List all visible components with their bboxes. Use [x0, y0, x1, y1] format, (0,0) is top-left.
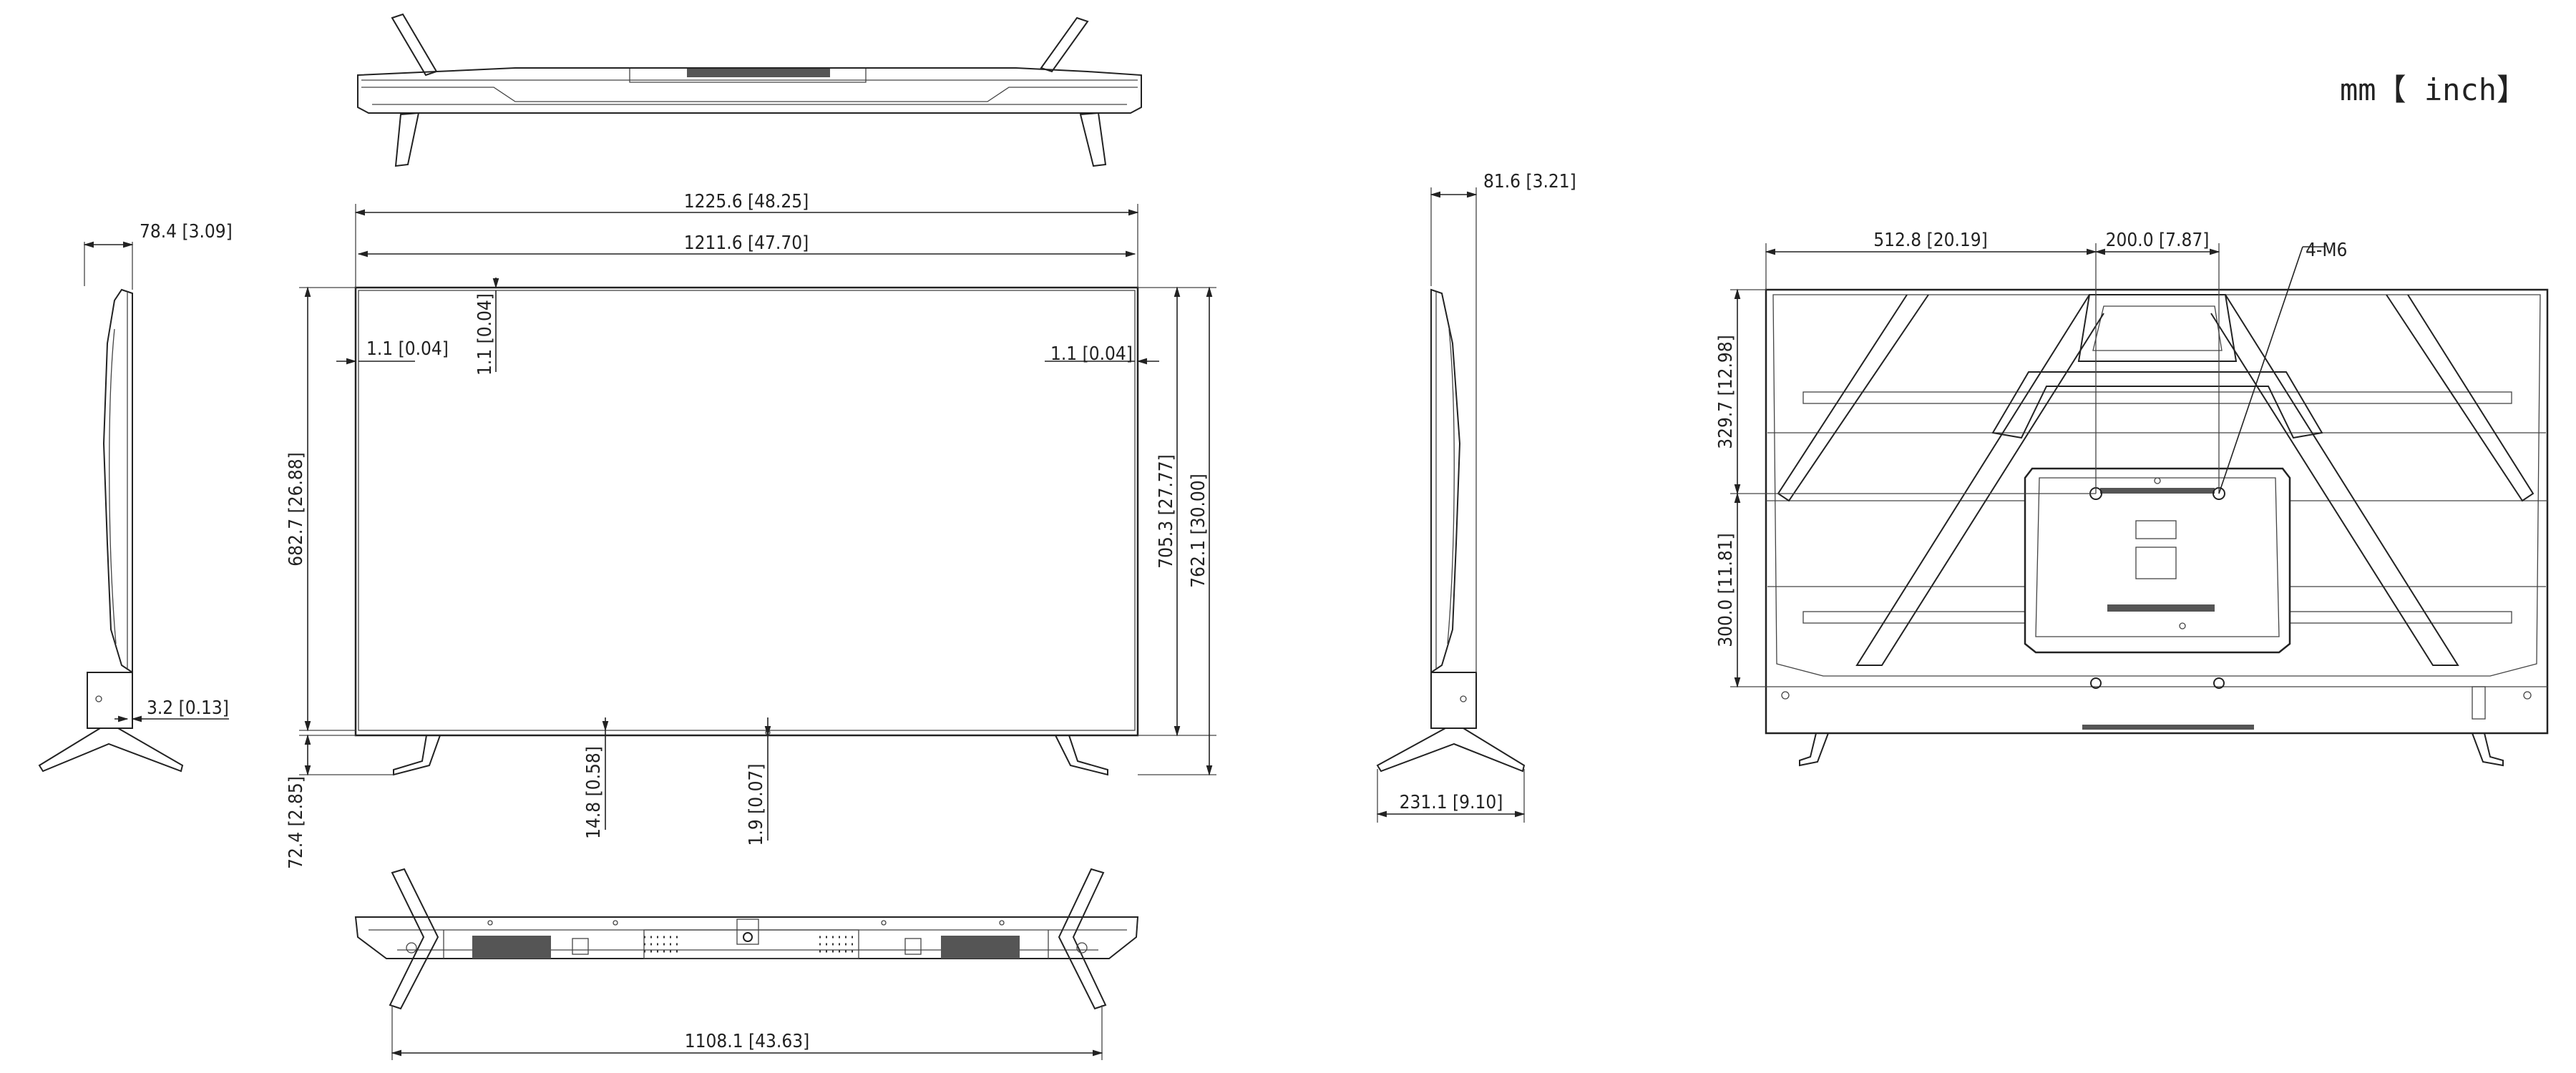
front-panel: [354, 286, 1139, 737]
top-view: [357, 13, 1142, 167]
units-label: mm【 inch】: [2340, 72, 2527, 107]
vesa-offset-label: 512.8 [20.19]: [1873, 230, 1988, 251]
mount-spec-label: 4-M6: [2306, 240, 2347, 261]
rear-upper-label: 329.7 [12.98]: [1715, 335, 1737, 449]
bezel-right-label: 1.1 [0.04]: [1050, 343, 1133, 365]
depth-right-label: 81.6 [3.21]: [1483, 171, 1576, 192]
right-side-view: [1376, 187, 1526, 823]
left-speaker-grille: [472, 936, 551, 959]
front-dimensions: [299, 204, 1216, 841]
top-vent: [687, 69, 830, 77]
left-side-view: [38, 241, 229, 773]
rear-view: [1730, 243, 2549, 767]
vesa-plate: [2024, 467, 2291, 654]
bezel-top-label: 1.1 [0.04]: [474, 293, 496, 376]
bottom-view: [354, 868, 1139, 1060]
stand-height-label: 72.4 [2.85]: [286, 776, 307, 869]
vesa-width-label: 200.0 [7.87]: [2106, 230, 2210, 251]
front-view: [354, 286, 1139, 776]
overall-width-label: 1225.6 [48.25]: [684, 191, 809, 212]
screen-height-label: 682.7 [26.88]: [286, 452, 307, 567]
stand-span-label: 1108.1 [43.63]: [685, 1031, 809, 1052]
bottom-bezel-label: 14.8 [0.58]: [583, 746, 605, 839]
screen-width-label: 1211.6 [47.70]: [684, 232, 809, 254]
stand-depth-label: 231.1 [9.10]: [1400, 792, 1503, 813]
panel-height-label: 705.3 [27.77]: [1156, 454, 1177, 569]
total-height-label: 762.1 [30.00]: [1188, 474, 1209, 588]
right-speaker-grille: [941, 936, 1020, 959]
thin-depth-label: 3.2 [0.13]: [147, 697, 229, 719]
bottom-gap-label: 1.9 [0.07]: [746, 764, 767, 846]
rear-lower-label: 300.0 [11.81]: [1715, 533, 1737, 647]
depth-left-label: 78.4 [3.09]: [140, 221, 233, 242]
bezel-left-label: 1.1 [0.04]: [366, 338, 449, 360]
